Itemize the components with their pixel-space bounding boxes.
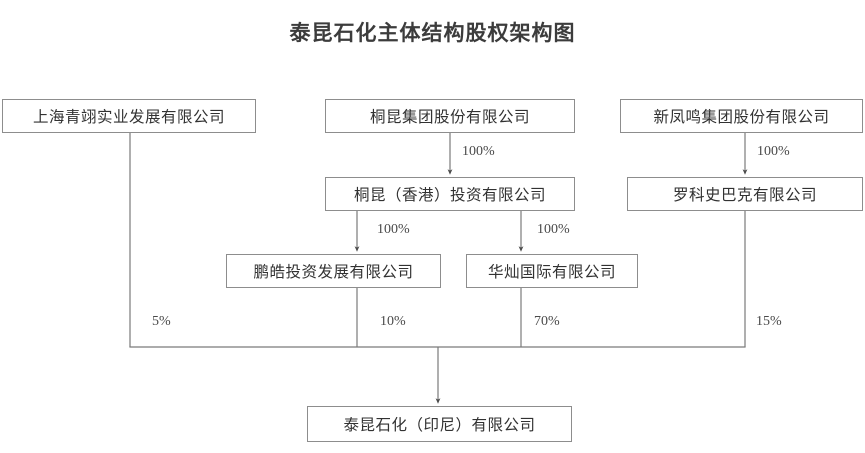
- node-tongkun-group[interactable]: 桐昆集团股份有限公司: [325, 99, 575, 133]
- edge-label-penghao-stake: 10%: [380, 314, 406, 329]
- edge-label-shanghai-qingyi-stake: 5%: [152, 314, 171, 329]
- node-luokeshibake[interactable]: 罗科史巴克有限公司: [627, 177, 863, 211]
- edge-label-huacan-stake: 70%: [534, 314, 560, 329]
- node-penghao[interactable]: 鹏皓投资发展有限公司: [226, 254, 441, 288]
- node-label: 罗科史巴克有限公司: [672, 187, 817, 204]
- edge-label-xinfengming-to-luokeshibake: 100%: [757, 144, 790, 159]
- node-label: 上海青翊实业发展有限公司: [32, 109, 225, 126]
- edge-label-hk-to-penghao: 100%: [377, 222, 410, 237]
- node-tongkun-hongkong[interactable]: 桐昆（香港）投资有限公司: [325, 177, 575, 211]
- node-taikun-indonesia[interactable]: 泰昆石化（印尼）有限公司: [307, 406, 572, 442]
- node-label: 桐昆（香港）投资有限公司: [353, 187, 546, 204]
- node-xinfengming-group[interactable]: 新凤鸣集团股份有限公司: [620, 99, 863, 133]
- node-label: 桐昆集团股份有限公司: [369, 109, 530, 126]
- edge-label-tongkun-group-to-hk: 100%: [462, 144, 495, 159]
- edge-label-hk-to-huacan: 100%: [537, 222, 570, 237]
- node-huacan[interactable]: 华灿国际有限公司: [466, 254, 638, 288]
- node-label: 新凤鸣集团股份有限公司: [653, 109, 830, 126]
- page-title: 泰昆石化主体结构股权架构图: [289, 21, 576, 45]
- edge-label-luokeshibake-stake: 15%: [756, 314, 782, 329]
- node-label: 鹏皓投资发展有限公司: [253, 264, 414, 281]
- node-shanghai-qingyi[interactable]: 上海青翊实业发展有限公司: [2, 99, 256, 133]
- node-label: 华灿国际有限公司: [487, 264, 616, 281]
- node-label: 泰昆石化（印尼）有限公司: [343, 417, 536, 434]
